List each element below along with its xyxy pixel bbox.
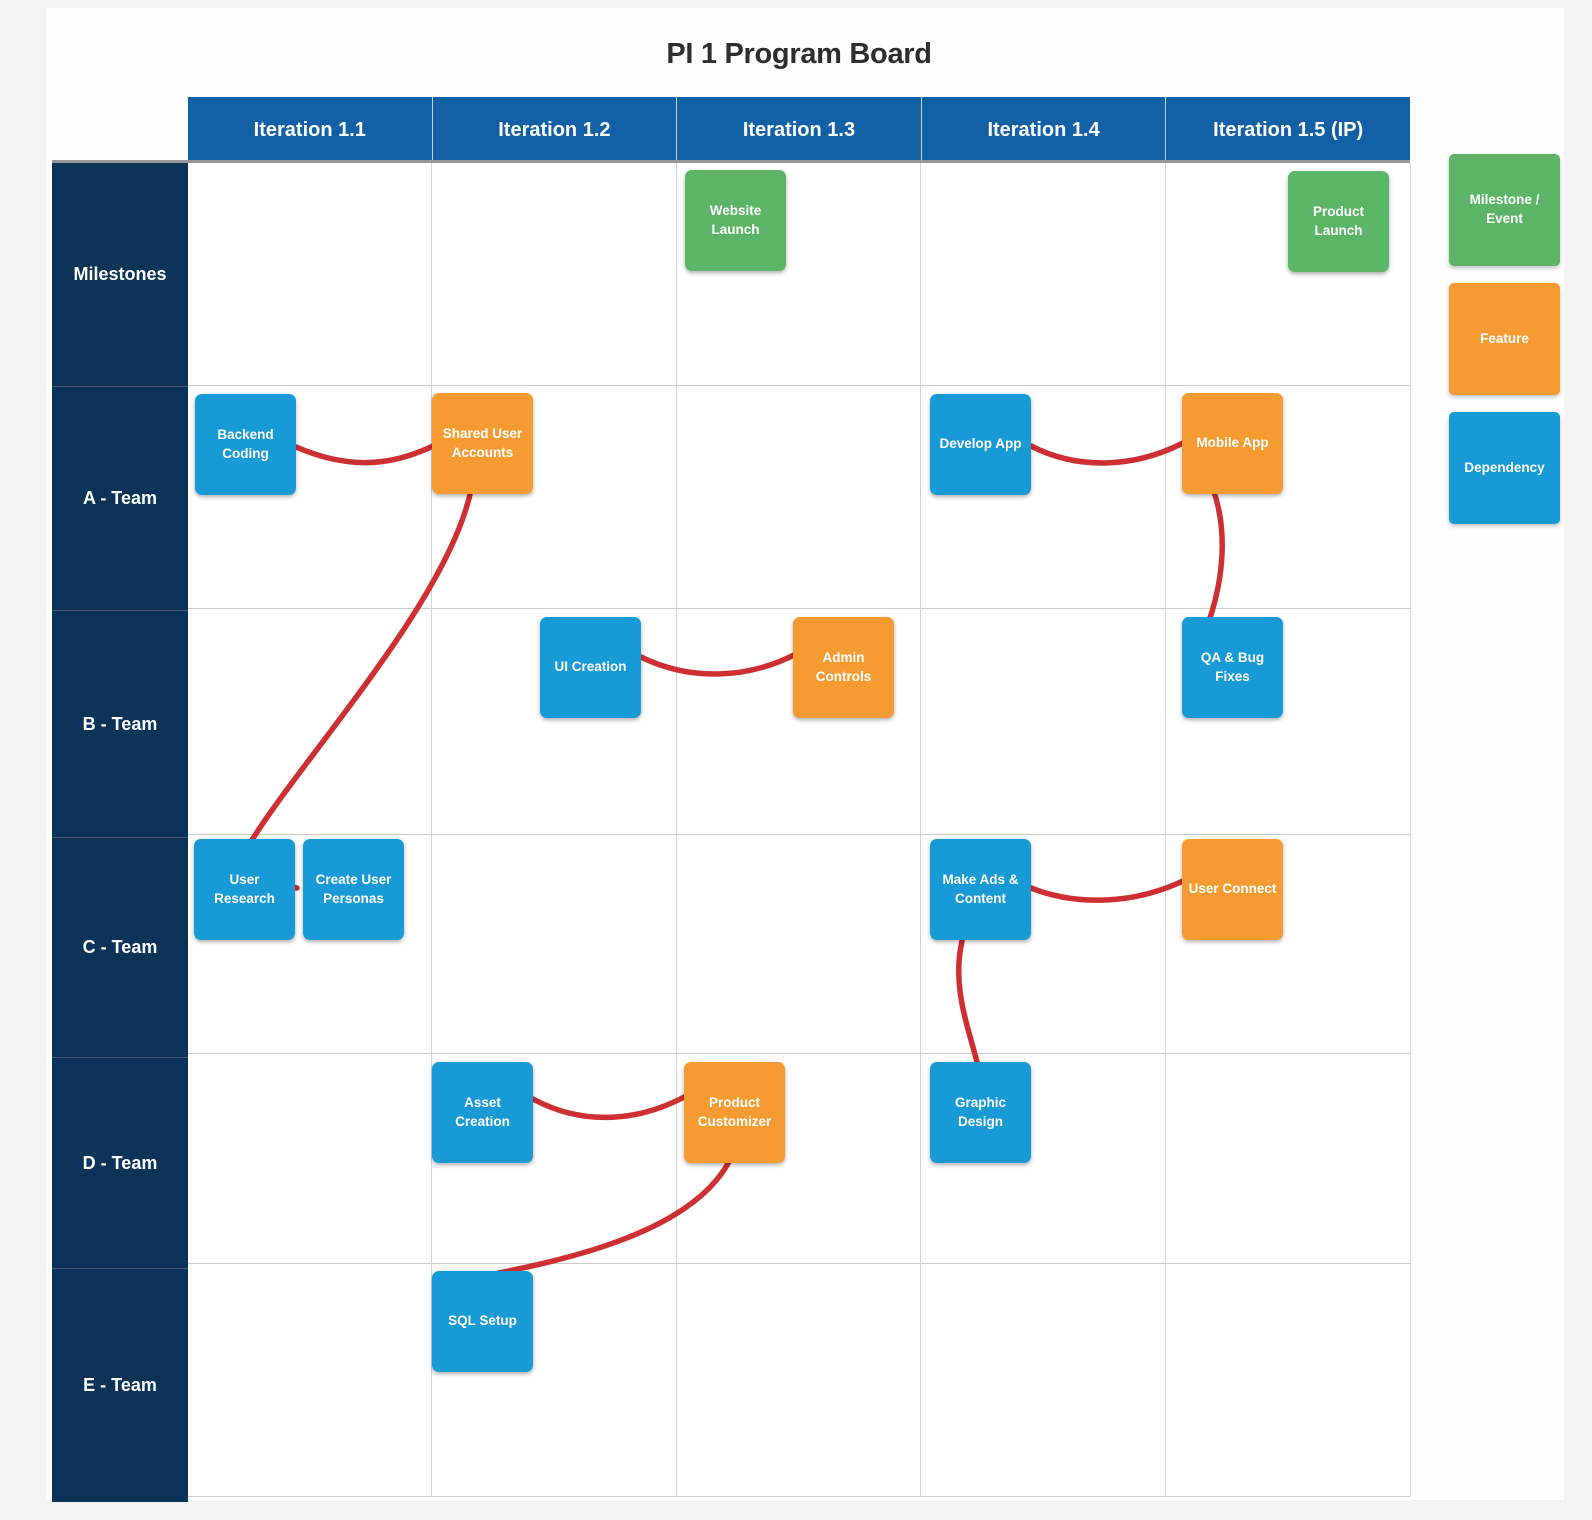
mobile-app-card[interactable]: Mobile App [1182,393,1283,494]
legend-milestone: Milestone / Event [1449,154,1560,266]
grid-cell-r0-c0 [188,163,433,386]
graphic-design-card[interactable]: Graphic Design [930,1062,1031,1163]
board-grid [188,163,1411,1497]
admin-controls-card[interactable]: Admin Controls [793,617,894,718]
header-separator-line [52,160,1410,163]
make-ads-content-card[interactable]: Make Ads & Content [930,839,1031,940]
ui-creation-card[interactable]: UI Creation [540,617,641,718]
row-header-c-team: C - Team [52,837,188,1057]
grid-cell-r3-c2 [676,835,922,1054]
grid-cell-r2-c3 [921,609,1166,835]
row-header-b-team: B - Team [52,610,188,837]
column-header-3: Iteration 1.3 [676,97,921,163]
legend-dependency: Dependency [1449,412,1560,524]
user-research-card[interactable]: User Research [194,839,295,940]
grid-cell-r4-c4 [1165,1054,1410,1264]
row-header-d-team: D - Team [52,1057,188,1268]
backend-coding-card[interactable]: Backend Coding [195,394,296,495]
row-header-a-team: A - Team [52,386,188,610]
column-header-1: Iteration 1.1 [188,97,432,163]
product-customizer-card[interactable]: Product Customizer [684,1062,785,1163]
column-header-4: Iteration 1.4 [920,97,1166,163]
asset-creation-card[interactable]: Asset Creation [432,1062,533,1163]
user-connect-card[interactable]: User Connect [1182,839,1283,940]
column-header-5: Iteration 1.5 (IP) [1165,97,1410,163]
grid-cell-r5-c0 [188,1264,433,1497]
qa-bug-fixes-card[interactable]: QA & Bug Fixes [1182,617,1283,718]
row-header-e-team: E - Team [52,1268,188,1502]
shared-user-accounts-card[interactable]: Shared User Accounts [432,393,533,494]
page-title: PI 1 Program Board [666,38,932,70]
grid-cell-r5-c4 [1165,1264,1410,1497]
grid-cell-r3-c1 [432,835,677,1054]
website-launch-card[interactable]: Website Launch [685,170,786,271]
develop-app-card[interactable]: Develop App [930,394,1031,495]
row-header-milestones: Milestones [52,163,188,386]
create-user-personas-card[interactable]: Create User Personas [303,839,404,940]
column-header-2: Iteration 1.2 [431,97,677,163]
legend-feature: Feature [1449,283,1560,395]
product-launch-card[interactable]: Product Launch [1288,171,1389,272]
grid-cell-r0-c3 [921,163,1166,386]
grid-cell-r1-c2 [676,386,922,609]
grid-cell-r4-c0 [188,1054,433,1264]
grid-cell-r5-c2 [676,1264,922,1497]
grid-cell-r2-c0 [188,609,433,835]
grid-cell-r0-c1 [432,163,677,386]
sql-setup-card[interactable]: SQL Setup [432,1271,533,1372]
grid-cell-r5-c3 [921,1264,1166,1497]
